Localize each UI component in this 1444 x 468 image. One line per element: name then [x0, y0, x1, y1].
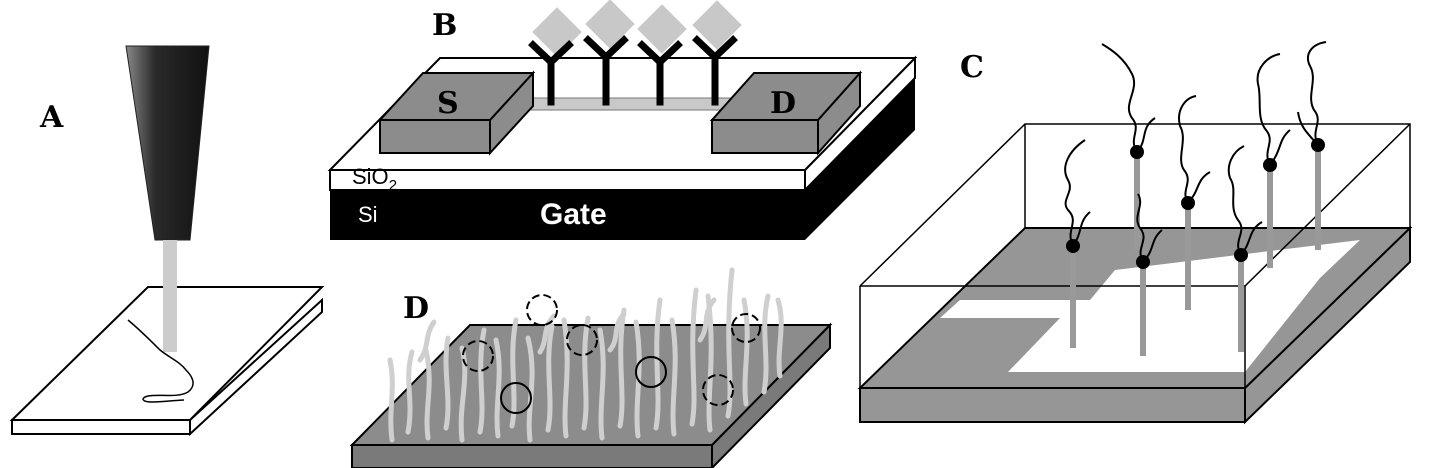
laser-beam — [163, 240, 177, 352]
antibody — [692, 35, 738, 106]
drain-electrode: D — [709, 70, 863, 156]
panel-c-nanowires — [1070, 145, 1321, 356]
channel-nanowire — [499, 97, 736, 111]
oxide-label: SiO2 — [352, 164, 397, 194]
deposited-fiber — [127, 319, 194, 403]
antibodies — [532, 0, 742, 57]
panel-c-letter: C — [960, 50, 984, 85]
panel-a-letter: A — [39, 100, 64, 135]
panel-d-letter: D — [403, 291, 429, 326]
antibody — [528, 40, 574, 106]
antibody — [637, 40, 683, 106]
substrate-label: Si — [358, 202, 378, 227]
panel-d-particles — [462, 294, 761, 414]
panel-a-substrate — [9, 286, 325, 437]
antigen — [692, 0, 742, 50]
panel-b: B S — [327, 0, 918, 240]
panel-c-binding-sites — [1066, 138, 1325, 269]
panel-c: C — [857, 41, 1413, 425]
source-electrode: S — [377, 70, 536, 156]
gate-layer — [330, 78, 915, 240]
antibody — [583, 35, 629, 106]
drain-label: D — [770, 86, 796, 121]
panel-c-gap — [940, 240, 1360, 372]
antigen — [585, 0, 635, 49]
panel-a: A — [9, 45, 325, 437]
antigen — [637, 4, 687, 54]
probe-tip — [125, 45, 210, 241]
gate-label: Gate — [540, 198, 607, 231]
antibody-receptors — [528, 35, 738, 106]
panel-d: D — [349, 267, 833, 468]
panel-b-letter: B — [432, 8, 457, 43]
panel-d-nanowire-forest — [387, 267, 784, 443]
source-label: S — [437, 86, 459, 121]
panel-c-chamber — [859, 123, 1411, 388]
